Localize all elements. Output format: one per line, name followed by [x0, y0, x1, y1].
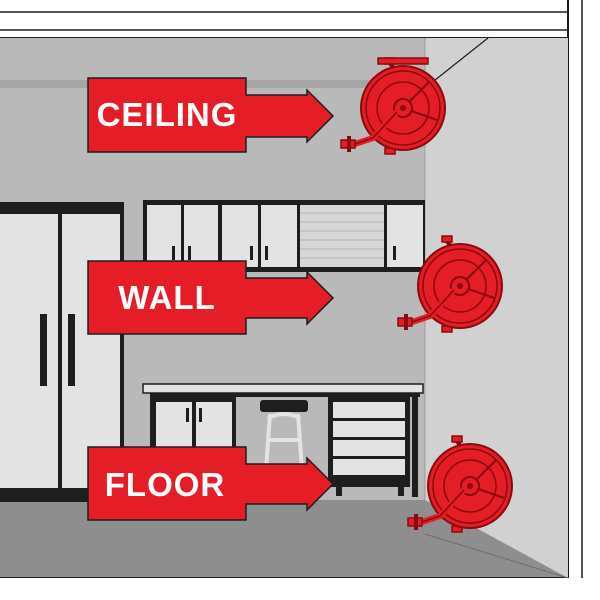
arrow-right-icon: [87, 77, 335, 153]
floor-text: FLOOR: [105, 466, 225, 503]
ceiling-text: CEILING: [97, 96, 238, 133]
floor-label: FLOOR: [87, 446, 335, 521]
arrow-right-icon: [87, 446, 335, 521]
hose-reel-icon: [341, 58, 445, 154]
tall-cabinet: [0, 202, 124, 502]
wall-label: WALL: [87, 260, 335, 335]
upper-cabinets: [143, 200, 425, 272]
arrow-right-icon: [87, 260, 335, 335]
ceiling-label: CEILING: [87, 77, 335, 153]
workbench: [142, 383, 424, 497]
wall-text: WALL: [118, 279, 215, 316]
